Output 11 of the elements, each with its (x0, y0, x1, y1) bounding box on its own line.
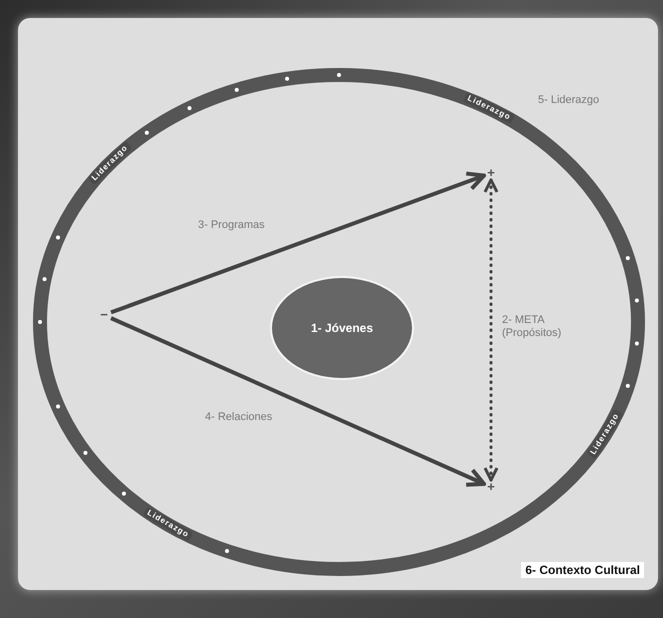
arrow (110, 316, 486, 487)
ring-title: 5- Liderazgo (538, 94, 600, 106)
panel-background (18, 18, 658, 590)
sign-mark: − (97, 308, 111, 322)
context-label: 6- Contexto Cultural (521, 562, 644, 578)
edge-label: 3- Programas (196, 219, 267, 232)
sign-mark: + (484, 480, 498, 494)
sign-mark: + (484, 166, 498, 180)
youth-ellipse: 1- Jóvenes (270, 276, 414, 380)
dotted-arrow (484, 178, 498, 482)
arrow (110, 172, 486, 314)
